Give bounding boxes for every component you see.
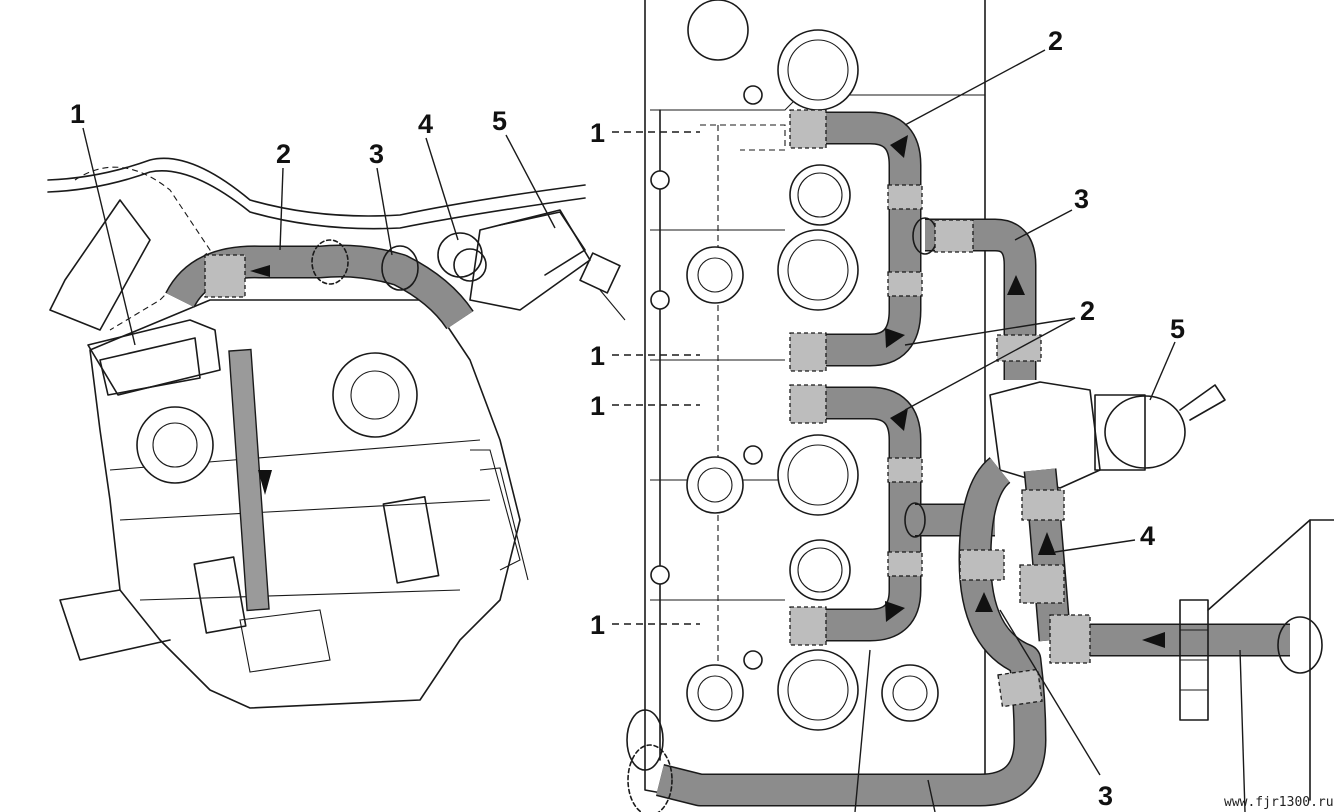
watermark-text: www.fjr1300.ru (1224, 795, 1334, 810)
cam-boss-right (332, 352, 418, 438)
flow-arrow-radiator (1142, 632, 1165, 648)
right-callouts: 1 1 1 1 2 2 3 3 4 5 (590, 26, 1185, 811)
flow-arrow-upper-1 (890, 135, 908, 158)
hose-3-lower (656, 458, 1045, 805)
flow-arrow-left-hose (250, 265, 270, 277)
callout-right-3b: 3 (1098, 781, 1113, 811)
callout-right-1c: 1 (590, 391, 605, 421)
head-bolts (650, 0, 939, 722)
callout-right-2b: 2 (1080, 296, 1095, 326)
callout-right-5: 5 (1170, 314, 1185, 344)
left-engine-view (47, 157, 626, 709)
flow-arrow-3-lower (975, 592, 993, 612)
callout-left-5: 5 (492, 106, 507, 136)
clamp-left-1 (204, 254, 246, 298)
callout-right-3a: 3 (1074, 184, 1089, 214)
flow-arrow-3-up (1007, 275, 1025, 295)
hose-2-lower (790, 388, 920, 640)
callout-right-4: 4 (1140, 521, 1155, 551)
flow-arrow-lower-2 (885, 601, 905, 622)
flow-arrow-lower-1 (890, 408, 908, 431)
right-head-view (626, 0, 1334, 812)
plug-bores (777, 29, 859, 731)
flow-arrow-4-up (1038, 532, 1056, 555)
callout-right-1d: 1 (590, 610, 605, 640)
callout-right-1a: 1 (590, 118, 605, 148)
callout-right-1b: 1 (590, 341, 605, 371)
flow-arrow-left-down (258, 470, 272, 495)
flow-arrow-upper-2 (885, 328, 905, 348)
cam-boss-left (136, 406, 214, 484)
left-callouts: 1 2 3 4 5 (70, 99, 507, 169)
callout-left-1: 1 (70, 99, 85, 129)
callout-left-2: 2 (276, 139, 291, 169)
callout-leaders (82, 49, 1246, 812)
callout-right-2a: 2 (1048, 26, 1063, 56)
callout-left-3: 3 (369, 139, 384, 169)
hose-2-upper (790, 113, 920, 365)
callout-left-4: 4 (418, 109, 433, 139)
hose-3-upper (925, 220, 1035, 380)
